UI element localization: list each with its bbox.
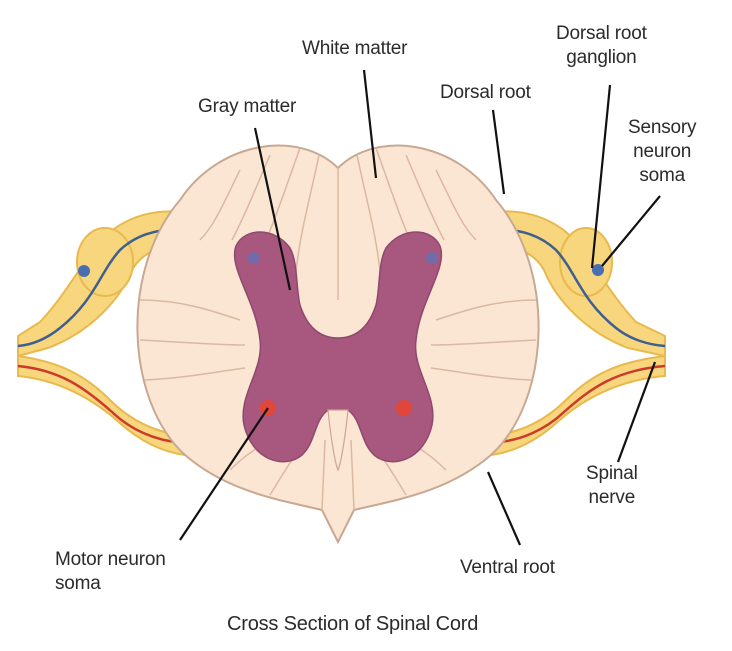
label-dorsal-root: Dorsal root [440,81,531,105]
label-spinal-nerve-line-1: Spinal [586,462,638,486]
dorsal-root-leader [493,110,504,194]
label-sensory-neuron-soma-line-3: soma [628,164,696,188]
left-dorsal-horn-soma [248,252,260,264]
diagram-caption: Cross Section of Spinal Cord [227,612,478,636]
label-sensory-neuron-soma: Sensory neuron soma [628,116,696,188]
label-dorsal-root-ganglion-line-1: Dorsal root [556,22,647,46]
label-sensory-neuron-soma-line-2: neuron [628,140,696,164]
label-ventral-root: Ventral root [460,556,555,580]
label-dorsal-root-ganglion-line-2: ganglion [556,46,647,70]
label-white-matter: White matter [302,37,407,61]
sensory-neuron-soma-leader [602,196,660,266]
label-spinal-nerve-line-2: nerve [586,486,638,510]
label-motor-neuron-soma: Motor neuron soma [55,548,166,596]
right-motor-neuron-soma [396,400,412,416]
spinal-cord [137,146,538,542]
label-motor-neuron-soma-line-1: Motor neuron [55,548,166,572]
left-sensory-soma [78,265,90,277]
left-dorsal-root-ganglion [77,228,133,296]
label-motor-neuron-soma-line-2: soma [55,572,166,596]
label-dorsal-root-ganglion: Dorsal root ganglion [556,22,647,70]
label-sensory-neuron-soma-line-1: Sensory [628,116,696,140]
ventral-root-leader [488,472,520,545]
label-spinal-nerve: Spinal nerve [586,462,638,510]
label-gray-matter: Gray matter [198,95,296,119]
right-dorsal-horn-soma [426,252,438,264]
